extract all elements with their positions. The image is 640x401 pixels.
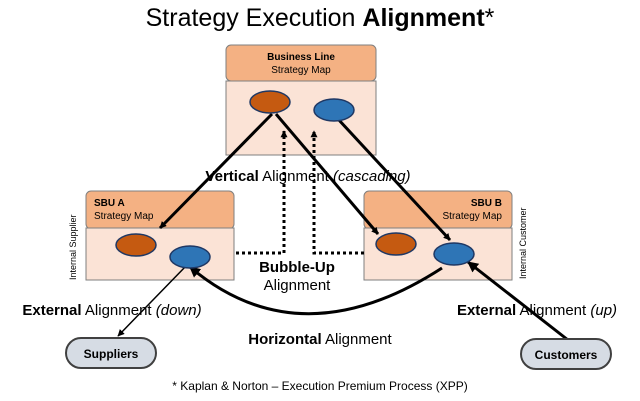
external-down-arrow — [117, 265, 187, 337]
footnote: * Kaplan & Norton – Execution Premium Pr… — [172, 379, 467, 393]
bubble-up-label-line1: Bubble-Up — [259, 259, 335, 276]
sbu-a-blue-node — [169, 245, 211, 269]
suppliers-label: Suppliers — [84, 347, 139, 361]
sbu-b-title: SBU B — [471, 198, 502, 209]
sbu-a-subtitle: Strategy Map — [94, 211, 154, 222]
page-title: Strategy Execution Alignment* — [146, 4, 495, 32]
sbu-b-subtitle: Strategy Map — [443, 211, 503, 222]
customers-label: Customers — [535, 348, 598, 362]
cascade-arrow-left — [158, 112, 274, 230]
business-line-subtitle: Strategy Map — [271, 65, 331, 76]
internal-customer-label: Internal Customer — [518, 207, 528, 279]
sbu-a-title: SBU A — [94, 198, 125, 209]
business-line-box: Business Line Strategy Map — [225, 44, 377, 156]
title-bold: Alignment — [362, 4, 485, 32]
sbu-a-orange-node — [115, 233, 157, 257]
sbu-b-blue-node — [433, 242, 475, 266]
sbu-b-orange-node — [375, 232, 417, 256]
customers-pill: Customers — [520, 338, 612, 370]
business-line-orange-node — [249, 90, 291, 114]
bubble-up-dotted-left — [236, 130, 288, 255]
external-down-label: External Alignment (down) — [22, 302, 201, 319]
horizontal-arrow — [189, 265, 443, 316]
suppliers-pill: Suppliers — [65, 337, 157, 369]
external-up-arrow — [467, 260, 569, 342]
business-line-title: Business Line — [267, 52, 335, 63]
internal-supplier-label: Internal Supplier — [68, 214, 78, 280]
cascade-arrow-center — [274, 113, 380, 235]
title-normal: Strategy Execution — [146, 4, 363, 32]
title-suffix: * — [485, 4, 495, 32]
bubble-up-dotted-right — [310, 130, 364, 255]
sbu-a-box: SBU A Strategy Map — [85, 190, 235, 281]
cascade-arrow-right — [336, 117, 452, 242]
business-line-blue-node — [313, 98, 355, 122]
bubble-up-label-line2: Alignment — [264, 277, 332, 294]
horizontal-alignment-label: Horizontal Alignment — [248, 331, 392, 348]
external-up-label: External Alignment (up) — [457, 302, 617, 319]
vertical-alignment-label: Vertical Alignment (cascading) — [205, 168, 410, 185]
